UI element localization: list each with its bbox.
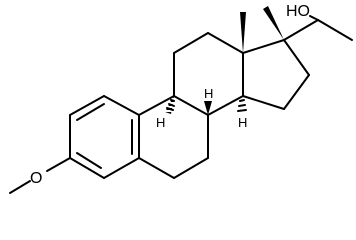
ring-a-aromatic xyxy=(69,95,140,179)
bond xyxy=(207,32,244,54)
bond xyxy=(138,157,175,179)
hash-bar xyxy=(237,109,247,112)
bond xyxy=(283,39,310,76)
bond xyxy=(9,180,31,194)
bond xyxy=(207,95,244,116)
stereo-h-label-c14: H xyxy=(238,115,247,130)
stereo-h-label-c8: H xyxy=(204,86,213,101)
double-bond-inner xyxy=(76,103,105,121)
bond xyxy=(283,74,310,110)
hash-bar xyxy=(238,104,246,107)
c17-methyl-wedge xyxy=(263,6,284,40)
bond xyxy=(242,95,285,110)
bond xyxy=(317,19,353,41)
hash-bar xyxy=(168,103,175,107)
bond xyxy=(103,157,140,179)
bond xyxy=(138,95,175,116)
stereo-h-c9: H xyxy=(156,96,175,130)
stereo-h-label-c9: H xyxy=(156,115,165,130)
bond xyxy=(309,15,319,21)
hash-bar xyxy=(166,107,174,111)
hash-bar xyxy=(170,99,175,102)
hydroxyl-label: HO xyxy=(286,3,310,20)
bond xyxy=(69,95,105,116)
bond xyxy=(173,95,209,116)
bond xyxy=(69,157,105,179)
bond xyxy=(173,32,209,54)
hash-bar xyxy=(239,99,245,102)
c13-methyl-wedge xyxy=(240,12,246,53)
bond xyxy=(173,157,209,179)
bond xyxy=(103,95,140,116)
bond xyxy=(283,19,319,41)
molecule-structure: O HO H xyxy=(9,3,353,194)
wedge xyxy=(204,101,212,115)
ring-c xyxy=(173,32,244,116)
stereo-h-c8: H xyxy=(204,86,213,115)
bond xyxy=(242,39,285,54)
double-bond-inner xyxy=(76,152,102,169)
ring-b xyxy=(138,95,209,179)
methoxy-group: O xyxy=(9,157,71,194)
bond xyxy=(46,157,71,172)
ring-d xyxy=(242,39,310,110)
stereo-h-c14: H xyxy=(237,99,247,130)
ether-oxygen-label: O xyxy=(30,170,42,187)
hydroxyethyl-side-chain: HO xyxy=(283,3,353,41)
